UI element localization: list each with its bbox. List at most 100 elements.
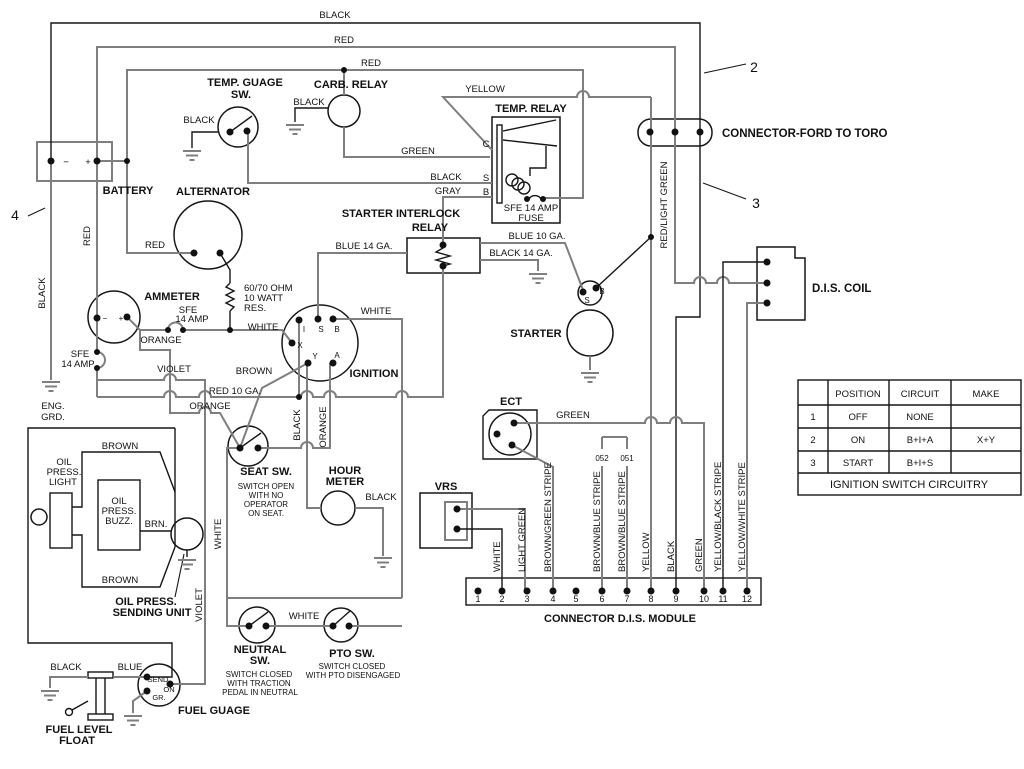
table-grid: [798, 380, 1021, 474]
dis-module-pins: 1 2 3 4 5 6 7 8 9 10 11 12: [474, 587, 752, 604]
temp-relay-contact-bar: [496, 124, 503, 204]
table-cell: 1: [810, 412, 815, 423]
fuel-float-label-2: FLOAT: [59, 735, 95, 747]
dis-module-label: CONNECTOR D.I.S. MODULE: [544, 613, 696, 625]
wire-blue-14ga: [317, 252, 407, 319]
wire-yellow-black-stripe-pin11: [722, 261, 767, 591]
wire-black-y-to-hour-meter: [306, 363, 321, 509]
alternator-label: ALTERNATOR: [176, 186, 250, 198]
pin4-wire-label: BROWN/GREEN STRIPE: [543, 462, 554, 572]
black-s-label: BLACK: [430, 172, 462, 183]
white-neutral-pto-label: WHITE: [289, 611, 320, 622]
hour-meter-circle: [320, 490, 356, 526]
fuel-gr-label: GR.: [152, 693, 165, 702]
pin-number: 10: [699, 594, 709, 604]
wire-resistor-60-70-ohm: [219, 252, 236, 330]
temp-relay-b: B: [483, 187, 489, 198]
left-fuse-sfe: SFE: [71, 349, 89, 360]
oil-light-label-3: LIGHT: [49, 477, 77, 488]
wire-brown-top-oil: [72, 451, 176, 508]
wire-light-green-vrs-to-pin3: [457, 508, 526, 591]
pin7-wire-label: BROWN/BLUE STRIPE: [617, 471, 628, 572]
fuel-float-top-cap: [87, 671, 114, 679]
red-10ga-label: RED 10 GA.: [209, 386, 261, 397]
eng-grd-label-1: ENG.: [41, 401, 64, 412]
table-cell: 3: [810, 458, 815, 469]
fuel-black-label: BLACK: [50, 662, 82, 673]
ignition-terminal-b: B: [334, 325, 339, 334]
table-cell: ON: [851, 435, 865, 446]
ignition-terminal-x: X: [297, 341, 303, 350]
red-vertical-label: RED: [82, 226, 93, 246]
table-cell: OFF: [849, 412, 868, 423]
pto-sw-note-1: SWITCH CLOSED: [319, 662, 386, 671]
labels: BLACK RED RED 2 3 4 BATTERY − + RED BLAC…: [11, 10, 887, 747]
temp-relay-box: [491, 116, 561, 224]
alternator-circle: [173, 200, 243, 270]
ect-label: ECT: [500, 396, 522, 408]
brown-bottom-label: BROWN: [102, 575, 139, 586]
ref-4: 4: [11, 207, 19, 223]
pin-number: 12: [742, 594, 752, 604]
ignition-terminal-s: S: [318, 325, 323, 334]
junction-dots: [47, 67, 771, 695]
white-label-1: WHITE: [248, 322, 279, 333]
oil-sending-label-1: OIL PRESS.: [115, 596, 177, 608]
pin-number: 1: [475, 594, 480, 604]
pin-number: 5: [573, 594, 578, 604]
ford-toro-connector-label: CONNECTOR-FORD TO TORO: [722, 128, 888, 140]
starter-terminal-b: B: [599, 287, 604, 296]
wire-black-hour-meter-gnd: [355, 507, 384, 556]
black-vertical-label: BLACK: [37, 277, 48, 309]
interlock-relay-label-1: STARTER INTERLOCK: [342, 208, 460, 220]
gnd-fuel-gauge: [123, 715, 143, 726]
ignition-terminal-a: A: [334, 351, 340, 360]
dis-module-connector-box: [465, 577, 762, 606]
hour-meter-label-2: METER: [326, 476, 365, 488]
vrs-inner-box: [444, 501, 468, 541]
orange-vertical-label: ORANGE: [318, 406, 329, 447]
wire-red-to-alternator: [126, 69, 584, 254]
green-label: GREEN: [401, 146, 435, 157]
temp-relay-fuse-label-2: FUSE: [518, 213, 543, 224]
wire-carb-black-gnd: [294, 107, 328, 122]
wire-gray-to-relay-b: [442, 196, 492, 245]
leader-ref3: [702, 182, 747, 200]
oil-press-sending-unit-circle: [170, 517, 204, 551]
hour-meter-black-label: BLACK: [365, 492, 397, 503]
brown-label: BROWN: [236, 366, 273, 377]
fuel-send-label: SEND: [148, 675, 169, 684]
battery-plus: +: [85, 157, 91, 168]
ignition-switch-table: POSITION CIRCUIT MAKE 1 OFF NONE 2 ON B+…: [797, 379, 1022, 496]
wire-brown-blue-stripe-pins6-7: [601, 436, 628, 591]
pin-number: 3: [524, 594, 529, 604]
fuel-float-bottom-cap: [87, 713, 114, 721]
top-black-label: BLACK: [319, 10, 351, 21]
white-vertical-label: WHITE: [213, 519, 224, 550]
pin6-wire-label: BROWN/BLUE STRIPE: [592, 471, 603, 572]
table-cell: START: [843, 458, 873, 469]
oil-press-light-box: [49, 492, 73, 549]
gnd-starter: [580, 372, 600, 383]
table-header-position: POSITION: [835, 389, 881, 400]
interlock-resistor-symbol: [433, 247, 453, 267]
orange-label-1: ORANGE: [140, 335, 181, 346]
seat-sw-note-4: ON SEAT.: [248, 509, 284, 518]
ignition-terminal-i: I: [303, 325, 305, 334]
black-14ga-label: BLACK 14 GA.: [489, 248, 552, 259]
resistor-label-2: 10 WATT: [244, 293, 283, 304]
ammeter-plus: +: [119, 314, 124, 323]
pin-number: 11: [718, 594, 727, 604]
resistor-label-1: 60/70 OHM: [244, 283, 293, 294]
pin-number: 9: [673, 594, 678, 604]
pin-number: 6: [599, 594, 604, 604]
temp-gauge-sw-label-2: SW.: [231, 89, 251, 101]
seat-sw-circle: [227, 425, 269, 467]
wire-white-b: [333, 318, 403, 598]
wire-fuel-gr-gnd: [132, 690, 148, 713]
fuel-on-label: ON: [163, 685, 174, 694]
leader-sending-unit: [174, 553, 185, 598]
ignition-terminal-y: Y: [312, 352, 318, 361]
table-header-circuit: CIRCUIT: [901, 389, 940, 400]
